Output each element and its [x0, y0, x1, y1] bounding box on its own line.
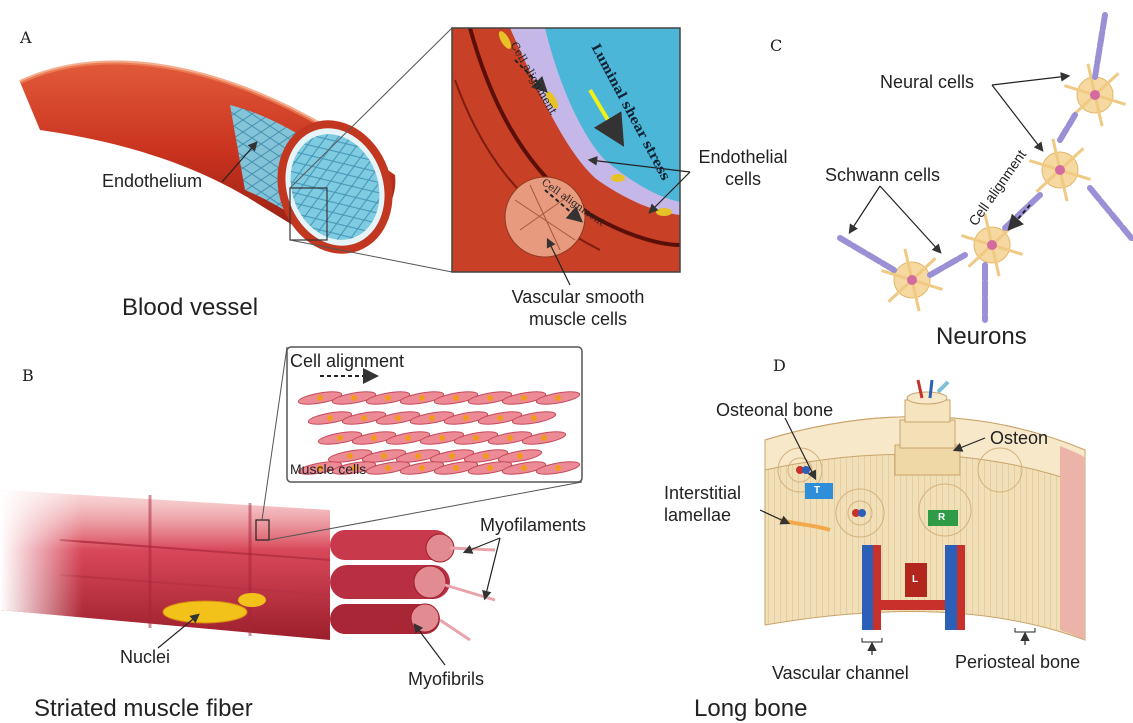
muscle-cell-nucleus: [415, 453, 421, 459]
muscle-cell-nucleus: [317, 395, 323, 401]
muscle-cell-nucleus: [521, 465, 527, 471]
schwann-cell-axon: [1090, 188, 1133, 240]
marker-r: R: [938, 513, 945, 523]
muscle-cell-nucleus: [487, 395, 493, 401]
schwann-cell-axon: [1060, 115, 1075, 140]
marker-l: L: [912, 575, 918, 585]
vsmc-label: Vascular smooth muscle cells: [497, 286, 659, 330]
neuron-nucleus: [1090, 90, 1100, 100]
muscle-cell-nucleus: [531, 415, 537, 421]
muscle-cell-nucleus: [419, 465, 425, 471]
periosteal-bone-label: Periosteal bone: [955, 653, 1080, 671]
vsmc-line-1: Vascular smooth: [497, 286, 659, 308]
schwann-pointer-1: [850, 186, 880, 232]
muscle-cell-nucleus: [555, 395, 561, 401]
muscle-cell-nucleus: [385, 395, 391, 401]
muscle-cell-nucleus: [473, 435, 479, 441]
vsmc-line-2: muscle cells: [497, 308, 659, 330]
muscle-cell-nucleus: [371, 435, 377, 441]
muscle-cell-nucleus: [419, 395, 425, 401]
long-bone-title: Long bone: [694, 697, 807, 721]
muscle-cell-nucleus: [381, 453, 387, 459]
muscle-cell-nucleus: [463, 415, 469, 421]
schwann-cell-axon: [930, 255, 965, 275]
neuron-nucleus: [1055, 165, 1065, 175]
vascular-channel-label: Vascular channel: [772, 664, 909, 682]
myofibrils-label: Myofibrils: [408, 670, 484, 688]
muscle-cell-nucleus: [405, 435, 411, 441]
endothelial-cells-line-2: cells: [688, 168, 798, 190]
neurons-title: Neurons: [936, 325, 1027, 349]
myofilaments-label: Myofilaments: [480, 516, 586, 534]
panel-label-b: B: [22, 368, 34, 384]
schwann-cell-axon: [1095, 15, 1105, 77]
muscle-cell-nucleus: [521, 395, 527, 401]
muscle-cell-nucleus: [453, 465, 459, 471]
muscle-cell-nucleus: [327, 415, 333, 421]
neuron-nucleus: [987, 240, 997, 250]
muscle-cell-nucleus: [487, 465, 493, 471]
periosteal-bracket: [1015, 628, 1035, 632]
schwann-pointer-2: [880, 186, 940, 252]
panel-label-c: C: [770, 38, 782, 54]
osteonal-bone-label: Osteonal bone: [716, 401, 833, 419]
neuron-nucleus: [907, 275, 917, 285]
panel-label-a: A: [20, 30, 32, 46]
muscle-cell-nucleus: [541, 435, 547, 441]
osteon-label: Osteon: [990, 429, 1048, 447]
myofilaments-pointer-2: [485, 538, 500, 598]
muscle-cell-nucleus: [453, 395, 459, 401]
muscle-cell-nucleus: [483, 453, 489, 459]
muscle-cell-alignment-label: Cell alignment: [290, 352, 404, 370]
interstitial-label: Interstitial lamellae: [664, 482, 741, 526]
marker-t: T: [814, 486, 820, 496]
vascular-bracket: [862, 638, 882, 642]
neural-pointer-1: [992, 76, 1068, 85]
muscle-cell-nucleus: [449, 453, 455, 459]
muscle-cell-nucleus: [439, 435, 445, 441]
interstitial-line-1: Interstitial: [664, 482, 741, 504]
muscle-cell-nucleus: [351, 395, 357, 401]
muscle-cell-nucleus: [385, 465, 391, 471]
endothelial-cells-label: Endothelial cells: [688, 146, 798, 190]
muscle-cell-nucleus: [555, 465, 561, 471]
neural-pointer-2: [992, 85, 1042, 150]
muscle-cell-nucleus: [361, 415, 367, 421]
nuclei-label: Nuclei: [120, 648, 170, 666]
interstitial-line-2: lamellae: [664, 504, 741, 526]
muscle-cell-nucleus: [337, 435, 343, 441]
muscle-title: Striated muscle fiber: [34, 697, 253, 721]
neural-cells-label: Neural cells: [880, 73, 974, 91]
muscle-cell-nucleus: [429, 415, 435, 421]
endothelial-cells-line-1: Endothelial: [688, 146, 798, 168]
schwann-cell-axon: [1005, 195, 1040, 228]
zoom-line-b1: [262, 347, 287, 520]
blood-vessel-title: Blood vessel: [122, 296, 258, 320]
muscle-cells-label: Muscle cells: [290, 462, 366, 476]
muscle-cell-nucleus: [497, 415, 503, 421]
zoom-line-bottom: [290, 240, 452, 272]
panel-label-d: D: [773, 358, 786, 374]
muscle-cell-nucleus: [395, 415, 401, 421]
muscle-cell-nucleus: [507, 435, 513, 441]
muscle-cell-nucleus: [517, 453, 523, 459]
schwann-cell-axon: [840, 238, 894, 270]
blood-vessel-illustration: [20, 62, 411, 270]
schwann-cells-label: Schwann cells: [825, 166, 940, 184]
muscle-cell-nucleus: [347, 453, 353, 459]
muscle-fiber-illustration: [0, 490, 495, 640]
endothelium-label: Endothelium: [102, 172, 202, 190]
